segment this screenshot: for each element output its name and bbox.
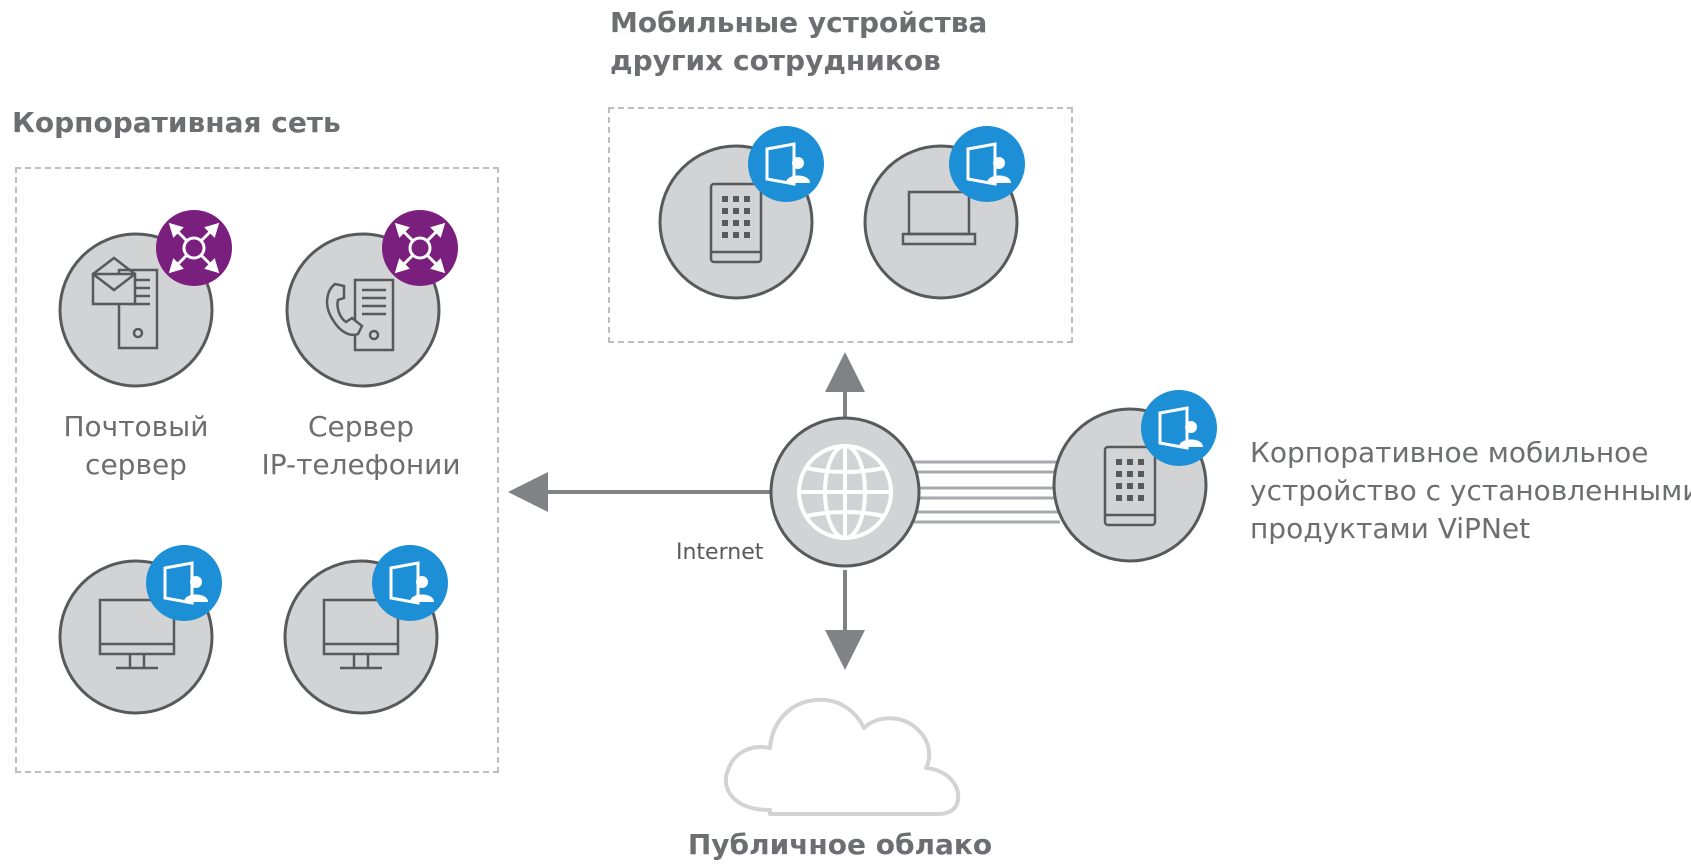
corporate-mobile-label-line2: устройство с установленными (1250, 474, 1691, 507)
tablet-icon (709, 182, 763, 264)
vipnet-client-badge-icon (748, 126, 824, 202)
corporate-mobile-label-line1: Корпоративное мобильное (1250, 436, 1649, 469)
monitor-icon (98, 598, 176, 670)
ip-server-label-line2: IP-телефонии (261, 448, 461, 481)
cloud-icon (723, 697, 961, 816)
coordinator-badge-icon (156, 210, 232, 286)
mail-server-label-line1: Почтовый (63, 410, 209, 443)
coordinator-badge-icon (382, 210, 458, 286)
vipnet-client-badge-icon (146, 545, 222, 621)
corporate-mobile-label-line3: продуктами ViPNet (1250, 512, 1531, 545)
ip-server-label-line1: Сервер (307, 410, 415, 443)
mobile-devices-title-line1: Мобильные устройства (610, 6, 988, 39)
corporate-network-title: Корпоративная сеть (12, 106, 341, 139)
globe-icon (797, 444, 893, 540)
monitor-icon (322, 598, 400, 670)
mail-server-node (58, 210, 232, 388)
internet-node (769, 416, 921, 568)
internet-label: Internet (676, 540, 764, 565)
phone-server-icon (325, 278, 395, 352)
public-cloud-title: Публичное облако (687, 828, 993, 861)
tablet-icon (1103, 445, 1157, 527)
mobile-devices-title-line2: других сотрудников (610, 44, 941, 77)
tablet-grid (722, 196, 750, 238)
workstation-node-2 (283, 545, 448, 715)
vipnet-client-badge-icon (1141, 390, 1217, 466)
employee-laptop-node (863, 126, 1025, 300)
laptop-icon (901, 190, 977, 246)
corporate-network-box (15, 167, 499, 773)
employee-tablet-node (658, 126, 824, 300)
mail-server-label-line2: сервер (85, 448, 187, 481)
workstation-node-1 (58, 545, 222, 715)
vipnet-client-badge-icon (372, 545, 448, 621)
corporate-mobile-node (1052, 390, 1217, 563)
mail-server-icon (91, 256, 159, 350)
vipnet-client-badge-icon (949, 126, 1025, 202)
tablet-grid (1116, 459, 1144, 501)
mobile-devices-box (608, 107, 1073, 343)
vpn-tunnel-lines (905, 460, 1060, 524)
ip-phone-server-node (285, 210, 458, 388)
